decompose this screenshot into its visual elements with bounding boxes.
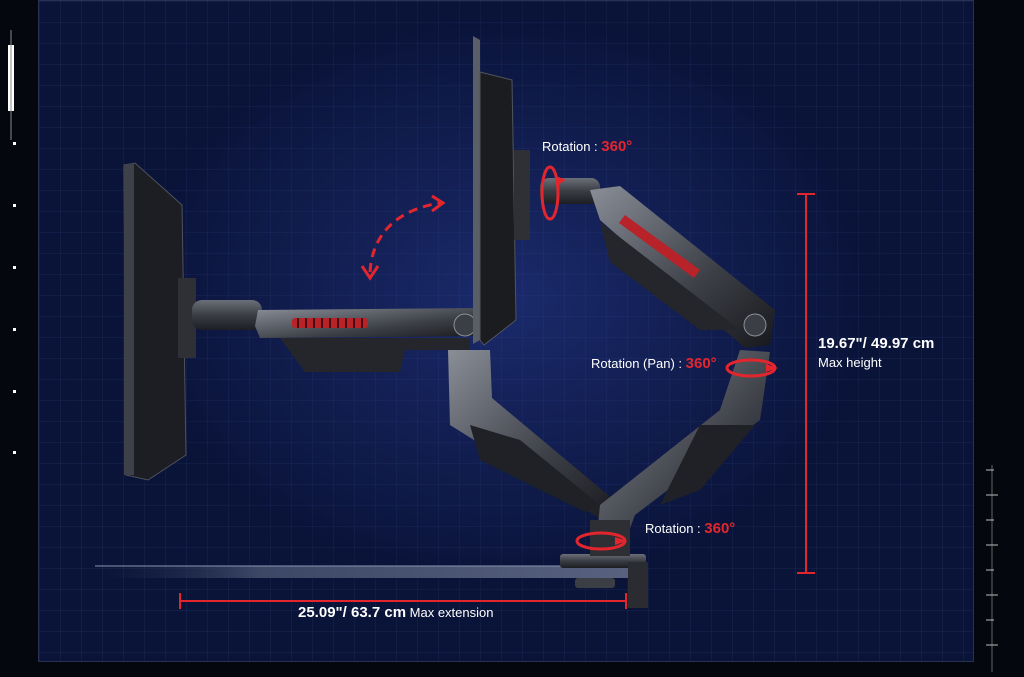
rotation-pan-label: Rotation (Pan) :: [591, 356, 686, 371]
rotation-base-label: Rotation :: [645, 521, 705, 536]
max-extension-value: 25.09"/ 63.7 cm: [298, 604, 407, 621]
monitor-extended: [123, 162, 196, 481]
left-scale-graphic: [8, 30, 16, 454]
extension-dimension-line: [179, 593, 627, 609]
max-extension-annotation: 25.09"/ 63.7 cm Max extension: [298, 604, 493, 621]
arm-upper: [540, 178, 775, 348]
arm-lower: [448, 350, 620, 522]
arm-extended: [192, 300, 488, 372]
max-height-label: Max height: [818, 355, 882, 370]
rotation-base-annotation: Rotation : 360°: [645, 520, 735, 537]
desk-clamp: [560, 554, 648, 608]
rotation-arrow-icon: [540, 165, 566, 221]
right-scale-decoration: [972, 0, 1024, 672]
rotation-arrow-icon: [725, 358, 778, 378]
desk-surface: [95, 565, 640, 578]
rotation-top-label: Rotation :: [542, 139, 602, 154]
rotation-base-value: 360°: [704, 520, 736, 537]
max-height-value: 19.67"/ 49.97 cm: [818, 335, 935, 352]
height-dimension-line: [797, 193, 815, 574]
monitor-raised: [473, 36, 530, 346]
max-extension-label: Max extension: [409, 605, 494, 620]
left-scale-decoration: [0, 0, 38, 672]
max-height-annotation: 19.67"/ 49.97 cm Max height: [818, 335, 934, 370]
swing-arrow-icon: [360, 194, 446, 281]
rotation-pan-value: 360°: [685, 355, 717, 372]
right-scale-graphic: [986, 465, 998, 672]
rotation-top-annotation: Rotation : 360°: [542, 138, 632, 155]
rotation-top-value: 360°: [601, 138, 633, 155]
rotation-pan-annotation: Rotation (Pan) : 360°: [591, 355, 717, 372]
rotation-arrow-icon: [575, 531, 627, 551]
